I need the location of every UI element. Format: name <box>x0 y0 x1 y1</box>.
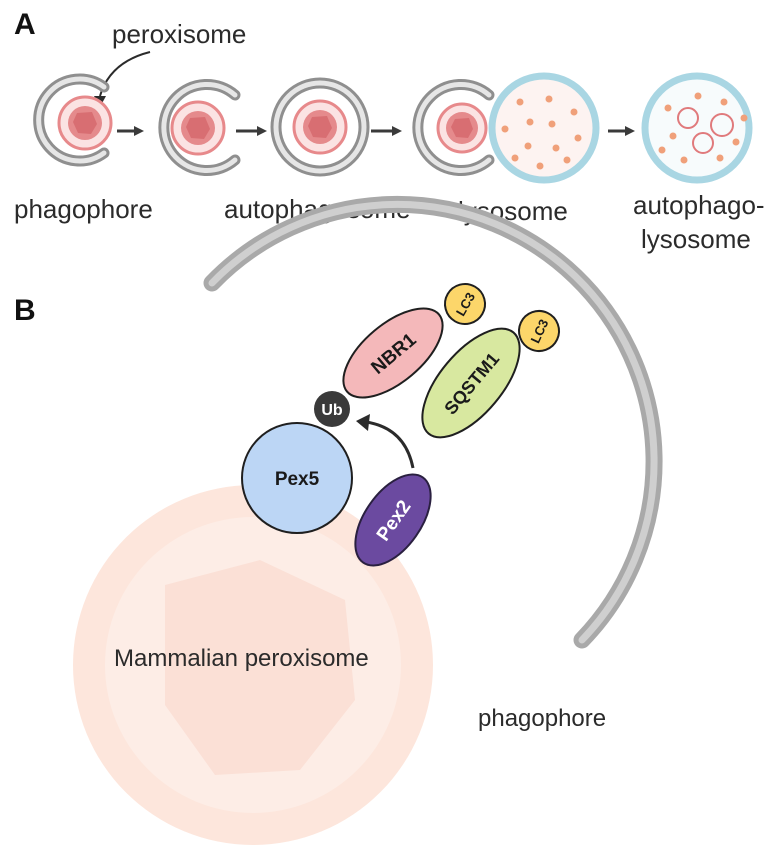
ubiquitination-arrow <box>365 420 415 469</box>
panel-b-letter: B <box>14 294 36 327</box>
lysosome-fusion-stage <box>412 72 600 184</box>
lc3-shape-a <box>444 283 486 325</box>
ubiquitin <box>314 391 350 427</box>
peroxisome-matrix <box>186 117 210 139</box>
degraded-peroxisome-remnants <box>677 107 734 154</box>
pex5-protein <box>241 422 353 534</box>
autophagosome-forming-stage <box>158 79 241 176</box>
lc3-protein-b: LC3 <box>518 310 560 352</box>
autophagosome-membrane-inner <box>273 80 367 174</box>
nbr1-shape <box>342 307 444 399</box>
autophagolysosome-label-line2: lysosome <box>641 224 751 254</box>
phagophore-membrane-inner <box>36 76 107 164</box>
peroxisome-matrix <box>73 112 97 134</box>
peroxisome-matrix <box>308 116 332 138</box>
panel-a-letter: A <box>14 8 36 41</box>
phagophore-membrane <box>203 195 663 649</box>
lc3-protein-a: LC3 <box>444 283 486 325</box>
closing-membrane-inner <box>161 82 238 173</box>
fusing-membrane-inner <box>415 82 492 173</box>
peroxisome-matrix <box>451 118 473 138</box>
sqstm1-shape <box>421 327 521 439</box>
pex5-label: Pex5 <box>275 469 320 490</box>
lc3-shape-b <box>518 310 560 352</box>
ub-label: Ub <box>321 402 343 419</box>
phagophore-stage <box>33 73 113 167</box>
hydrolase-enzymes <box>501 95 582 170</box>
phagophore-label: phagophore <box>14 194 153 224</box>
autophagosome-stage <box>270 77 370 177</box>
autophagolysosome-stage <box>641 72 753 184</box>
autophagolysosome-label-line1: autophago- <box>633 190 765 220</box>
nbr1-protein: NBR1 <box>342 307 444 399</box>
peroxisome-label-a: peroxisome <box>112 19 246 49</box>
peroxisome-matrix-core <box>165 560 355 775</box>
hydrolase-enzymes <box>658 92 748 164</box>
pex2-shape <box>354 473 432 567</box>
mammalian-peroxisome <box>73 485 433 845</box>
pex2-protein: Pex2 <box>354 473 432 567</box>
phagophore-membrane-inner <box>208 200 658 644</box>
ubiquitination-arrowhead <box>356 414 370 431</box>
phagophore-label-b: phagophore <box>478 705 606 732</box>
mammalian-peroxisome-label: Mammalian peroxisome <box>114 645 369 672</box>
